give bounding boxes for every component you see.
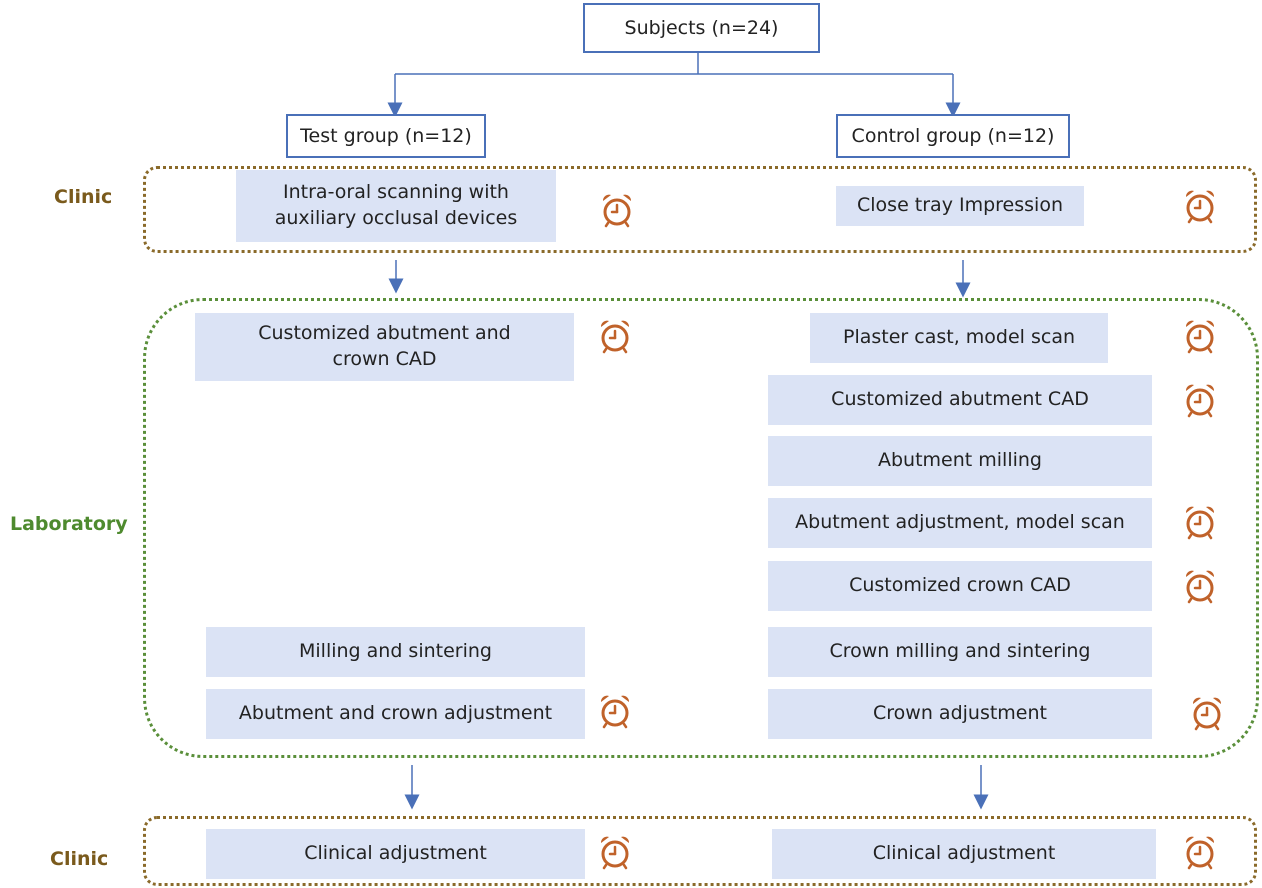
control-group-box: Control group (n=12) xyxy=(836,114,1070,158)
subjects-label: Subjects (n=24) xyxy=(624,17,779,39)
control-crown-adjustment-step: Crown adjustment xyxy=(768,689,1152,739)
laboratory-label: Laboratory xyxy=(10,513,128,535)
laboratory-region xyxy=(143,298,1259,758)
test-group-box: Test group (n=12) xyxy=(286,114,486,158)
control-group-label: Control group (n=12) xyxy=(851,125,1055,147)
alarm-clock-icon xyxy=(1192,697,1222,731)
control-crown-adjustment-label: Crown adjustment xyxy=(873,702,1047,725)
test-group-label: Test group (n=12) xyxy=(300,125,472,147)
control-abutment-cad-step: Customized abutment CAD xyxy=(768,375,1152,425)
control-clinical-adjustment-label: Clinical adjustment xyxy=(872,842,1056,865)
subjects-box: Subjects (n=24) xyxy=(583,3,820,53)
alarm-clock-icon xyxy=(600,320,630,354)
clinic-top-region xyxy=(143,166,1257,253)
test-abutment-crown-cad-step: Customized abutment and crown CAD xyxy=(195,313,574,381)
alarm-clock-icon xyxy=(602,194,632,228)
control-clinical-adjustment-step: Clinical adjustment xyxy=(772,829,1156,879)
test-abutment-crown-cad-line1: Customized abutment and xyxy=(258,322,511,345)
test-clinical-adjustment-label: Clinical adjustment xyxy=(304,842,487,865)
test-milling-step: Milling and sintering xyxy=(206,627,585,677)
test-intraoral-line1: Intra-oral scanning with xyxy=(283,181,509,204)
alarm-clock-icon xyxy=(1185,190,1215,224)
control-crown-cad-step: Customized crown CAD xyxy=(768,561,1152,611)
control-abutment-milling-step: Abutment milling xyxy=(768,436,1152,486)
control-abutment-adjustment-label: Abutment adjustment, model scan xyxy=(795,511,1125,534)
control-impression-step: Close tray Impression xyxy=(836,186,1084,226)
clinic-top-label: Clinic xyxy=(54,186,113,208)
alarm-clock-icon xyxy=(1185,384,1215,418)
control-crown-cad-label: Customized crown CAD xyxy=(849,574,1071,597)
test-abutment-crown-cad-line2: crown CAD xyxy=(332,348,437,370)
alarm-clock-icon xyxy=(1185,320,1215,354)
test-clinical-adjustment-step: Clinical adjustment xyxy=(206,829,585,879)
test-abutment-crown-adjustment-label: Abutment and crown adjustment xyxy=(238,702,553,725)
test-intraoral-line2: auxiliary occlusal devices xyxy=(274,207,518,229)
control-abutment-cad-label: Customized abutment CAD xyxy=(831,388,1089,411)
alarm-clock-icon xyxy=(600,695,630,729)
control-impression-label: Close tray Impression xyxy=(857,194,1063,217)
control-plaster-step: Plaster cast, model scan xyxy=(810,313,1108,363)
clinic-bottom-region xyxy=(143,816,1257,886)
test-milling-label: Milling and sintering xyxy=(299,640,492,663)
control-abutment-milling-label: Abutment milling xyxy=(877,449,1042,472)
control-crown-milling-step: Crown milling and sintering xyxy=(768,627,1152,677)
test-abutment-crown-adjustment-step: Abutment and crown adjustment xyxy=(206,689,585,739)
alarm-clock-icon xyxy=(1185,836,1215,870)
alarm-clock-icon xyxy=(1185,506,1215,540)
test-intraoral-scanning-step: Intra-oral scanning with auxiliary occlu… xyxy=(236,170,556,242)
clinic-bottom-label: Clinic xyxy=(50,848,109,870)
alarm-clock-icon xyxy=(1185,570,1215,604)
control-abutment-adjustment-step: Abutment adjustment, model scan xyxy=(768,498,1152,548)
control-crown-milling-label: Crown milling and sintering xyxy=(829,640,1091,663)
control-plaster-label: Plaster cast, model scan xyxy=(842,326,1076,349)
alarm-clock-icon xyxy=(600,836,630,870)
